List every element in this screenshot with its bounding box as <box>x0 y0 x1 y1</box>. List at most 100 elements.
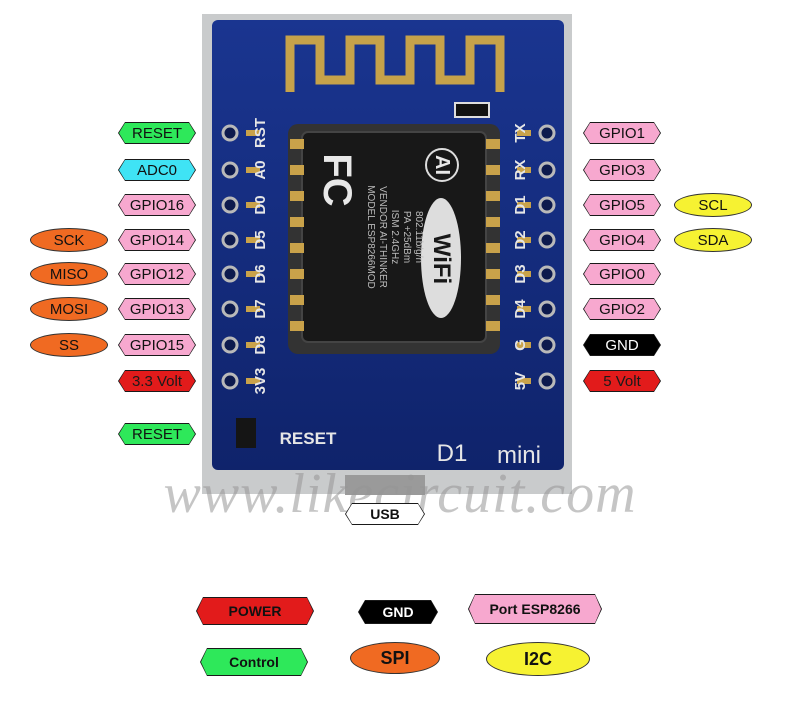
left-pin-label: GPIO15 <box>118 334 196 356</box>
right-pin-label: GPIO2 <box>583 298 661 320</box>
right-pin-i2c-label: SDA <box>674 228 752 252</box>
right-pin-label-text: GPIO4 <box>584 230 660 250</box>
usb-label: USB <box>345 503 425 525</box>
left-pin-label-text: GPIO14 <box>119 230 195 250</box>
pin-hole <box>221 161 239 179</box>
pin-pad <box>246 306 260 312</box>
pin-hole <box>538 231 556 249</box>
module-pad <box>486 269 500 279</box>
reset-switch <box>236 418 256 448</box>
module-pads <box>290 139 500 331</box>
module-standard-text: 802.11b/g/n <box>413 210 425 264</box>
pin-pad <box>246 202 260 208</box>
wifi-text: WiFi <box>428 233 455 285</box>
pin-pad <box>517 130 531 136</box>
right-pin-label: 5 Volt <box>583 370 661 392</box>
pin-pad <box>517 202 531 208</box>
right-pin-silk: D1 <box>511 195 529 215</box>
legend-port: Port ESP8266 <box>468 594 602 624</box>
pin-hole <box>538 161 556 179</box>
pin-pad <box>246 342 260 348</box>
pin-hole <box>538 196 556 214</box>
reset-button-label: RESET <box>118 423 196 445</box>
left-pin-label: 3.3 Volt <box>118 370 196 392</box>
pin-hole <box>538 300 556 318</box>
legend-spi: SPI <box>350 642 440 674</box>
module-pad <box>290 295 304 305</box>
pin-pad <box>246 237 260 243</box>
left-pin-label: GPIO12 <box>118 263 196 285</box>
board-name-silk: D1 <box>436 440 468 467</box>
left-pin-label: GPIO13 <box>118 298 196 320</box>
left-pin-silk: RST <box>251 118 269 148</box>
ai-thinker-logo: AI <box>425 148 459 182</box>
left-pin-spi-label: SS <box>30 333 108 357</box>
legend-gnd: GND <box>358 600 438 624</box>
board-reset-silk: RESET <box>279 429 337 448</box>
board-mini-silk: mini <box>496 442 541 469</box>
left-pin-spi-label: MISO <box>30 262 108 286</box>
module-pad <box>290 139 304 149</box>
module-pad <box>290 165 304 175</box>
left-pin-silk: D7 <box>251 299 269 319</box>
left-pin-label-text: RESET <box>119 123 195 143</box>
left-pin-silk: D0 <box>251 195 269 215</box>
left-pin-label-text: GPIO12 <box>119 264 195 284</box>
pin-pad <box>517 271 531 277</box>
left-pin-silk: D6 <box>251 264 269 284</box>
legend-gnd-text: GND <box>359 601 437 623</box>
left-pin-label: ADC0 <box>118 159 196 181</box>
pin-hole <box>538 124 556 142</box>
right-pin-label-text: GPIO0 <box>584 264 660 284</box>
right-pin-label: GND <box>583 334 661 356</box>
usb-connector-body <box>345 475 425 495</box>
left-pin-silk: 3V3 <box>251 367 269 395</box>
module-pad <box>486 139 500 149</box>
pin-hole <box>221 300 239 318</box>
module-pad <box>290 243 304 253</box>
right-pin-label: GPIO4 <box>583 229 661 251</box>
left-pin-label-text: 3.3 Volt <box>119 371 195 391</box>
pin-hole <box>538 265 556 283</box>
legend-control-text: Control <box>201 649 307 675</box>
legend-power-text: POWER <box>197 598 313 624</box>
module-pad <box>290 269 304 279</box>
left-pin-silk: A0 <box>251 160 269 180</box>
module-pad <box>290 191 304 201</box>
led <box>454 102 490 118</box>
wifi-logo <box>421 198 461 318</box>
right-pin-label: GPIO5 <box>583 194 661 216</box>
left-pin-silk: D5 <box>251 230 269 250</box>
right-pin-i2c-label: SCL <box>674 193 752 217</box>
module-pad <box>486 191 500 201</box>
pin-pad <box>246 130 260 136</box>
antenna-trace <box>285 35 505 92</box>
left-pin-label-text: GPIO15 <box>119 335 195 355</box>
pin-hole <box>221 336 239 354</box>
right-pin-label: GPIO0 <box>583 263 661 285</box>
module-pad <box>486 321 500 331</box>
right-pin-silk: D3 <box>511 264 529 284</box>
left-pin-spi-label: MOSI <box>30 297 108 321</box>
pin-pad <box>517 342 531 348</box>
right-pin-silk: D4 <box>511 299 529 319</box>
module-pad <box>486 165 500 175</box>
module-pad <box>486 243 500 253</box>
legend-power: POWER <box>196 597 314 625</box>
right-pin-label-text: GPIO2 <box>584 299 660 319</box>
reset-button-text: RESET <box>119 424 195 444</box>
module-pad <box>290 217 304 227</box>
legend-port-text: Port ESP8266 <box>469 595 601 623</box>
pin-hole <box>538 372 556 390</box>
pin-pad <box>517 306 531 312</box>
pin-pad <box>246 167 260 173</box>
legend-control: Control <box>200 648 308 676</box>
pin-pad <box>246 271 260 277</box>
pin-pad <box>517 378 531 384</box>
right-pin-silk: G <box>511 339 529 351</box>
right-pin-label: GPIO1 <box>583 122 661 144</box>
right-pin-label-text: GPIO3 <box>584 160 660 180</box>
right-pin-silk: RX <box>511 159 529 181</box>
